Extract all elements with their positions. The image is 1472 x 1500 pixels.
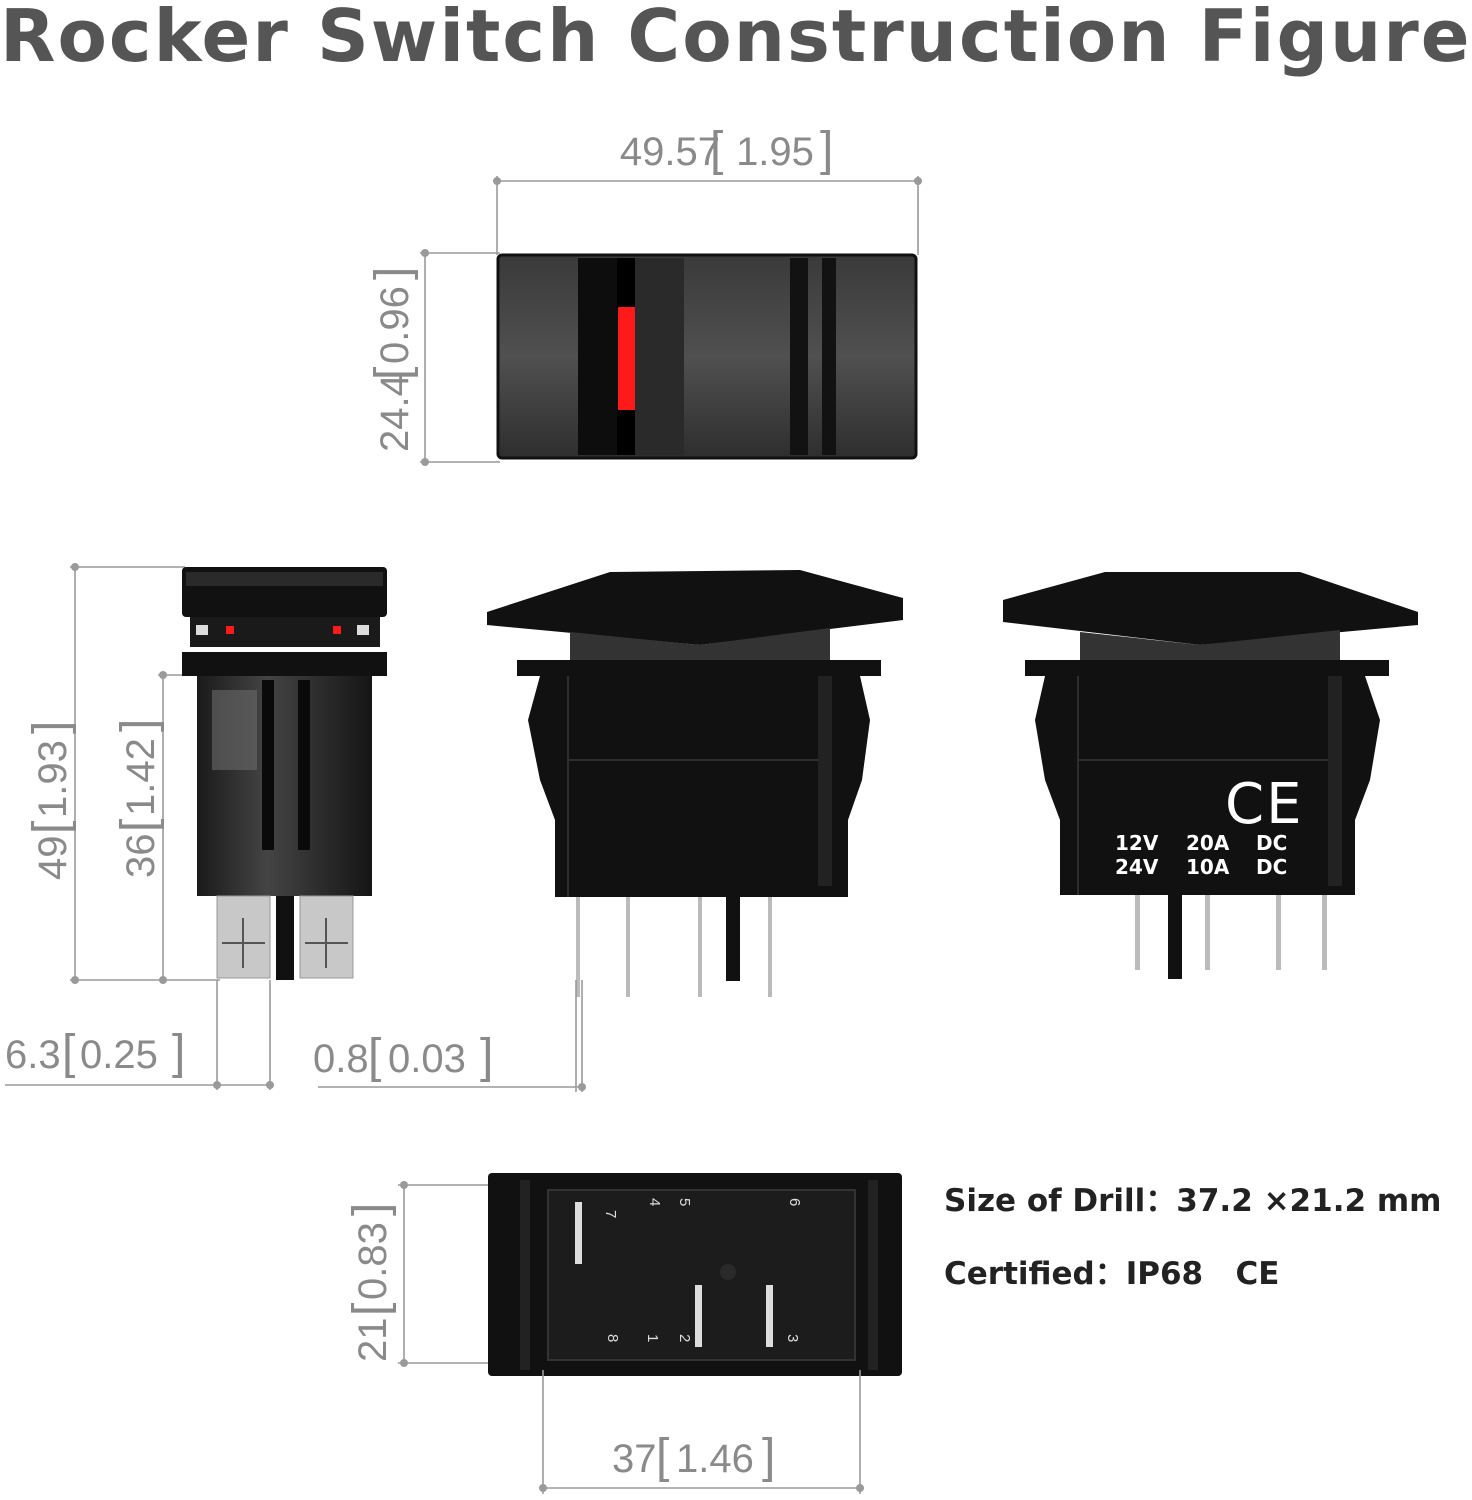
svg-text:[: [ [710, 123, 723, 176]
page-title: Rocker Switch Construction Figure [0, 0, 1472, 78]
pin-number-8: 8 [604, 1334, 621, 1342]
terminal-width-mm: 6.3 [5, 1033, 61, 1077]
pin-number-6: 6 [786, 1198, 803, 1206]
body-height-dimension: 36 [ 1.42 ] [112, 671, 195, 984]
certification-label: Certified： [944, 1256, 1126, 1292]
svg-text:]: ] [762, 1430, 775, 1483]
side-view: 49 [ 1.93 ] 36 [ 1.42 ] [5, 563, 387, 1090]
front-view: 0.8 [ 0.03 ] [313, 570, 903, 1092]
pin-thickness-inch: 0.03 [388, 1037, 466, 1081]
bottom-height-inch: 0.83 [351, 1222, 395, 1300]
svg-text:]: ] [480, 1030, 493, 1083]
top-height-mm: 24.4 [373, 374, 417, 452]
label-type-2: DC [1256, 855, 1287, 879]
svg-text:[: [ [24, 821, 77, 834]
bottom-height-dimension: 21 [ 0.83 ] [344, 1181, 530, 1367]
label-current-1: 20A [1186, 831, 1230, 855]
label-current-2: 10A [1186, 855, 1230, 879]
top-height-dimension: 24.4 [ 0.96 ] [366, 249, 500, 466]
ce-mark: CE [1225, 772, 1303, 837]
label-voltage-2: 24V [1115, 855, 1159, 879]
bottom-width-inch: 1.46 [676, 1437, 754, 1481]
drill-size-value: 37.2 ×21.2 mm [1176, 1183, 1442, 1219]
top-height-inch: 0.96 [373, 286, 417, 364]
pin-number-1: 1 [644, 1334, 661, 1342]
svg-text:[: [ [62, 1026, 75, 1079]
body-height-inch: 1.42 [119, 738, 163, 816]
drawing-canvas: 49.57 [ 1.95 ] 24.4 [ 0.96 ] [5, 123, 1418, 1494]
top-view-cap [496, 253, 918, 460]
bottom-width-dimension: 37 [ 1.46 ] [539, 1370, 864, 1494]
top-width-inch: 1.95 [736, 130, 814, 174]
drill-size-spec: Size of Drill：37.2 ×21.2 mm [944, 1175, 1441, 1220]
top-width-mm: 49.57 [620, 130, 720, 174]
pin-number-4: 4 [646, 1198, 663, 1206]
label-type-1: DC [1256, 831, 1287, 855]
svg-text:]: ] [344, 1203, 397, 1216]
side-height-mm: 49 [31, 836, 75, 881]
pin-thickness-dimension: 0.8 [ 0.03 ] [313, 980, 586, 1092]
top-width-dimension: 49.57 [ 1.95 ] [493, 123, 922, 255]
pin-thickness-mm: 0.8 [313, 1037, 369, 1081]
pin-number-3: 3 [784, 1334, 801, 1342]
side-height-inch: 1.93 [31, 740, 75, 818]
certification-spec: Certified：IP68 CE [944, 1248, 1279, 1293]
label-voltage-1: 12V [1115, 831, 1159, 855]
bottom-view: 21 [ 0.83 ] 7 4 5 6 8 1 2 3 [344, 1173, 902, 1494]
certification-value: IP68 CE [1125, 1256, 1280, 1292]
svg-text:[: [ [366, 367, 419, 380]
drill-size-label: Size of Drill： [944, 1183, 1177, 1219]
bottom-width-mm: 37 [612, 1437, 657, 1481]
svg-text:]: ] [24, 721, 77, 734]
svg-text:]: ] [366, 267, 419, 280]
svg-text:[: [ [656, 1430, 669, 1483]
pin-number-5: 5 [676, 1198, 693, 1206]
svg-text:]: ] [172, 1026, 185, 1079]
terminal-width-dimension: 6.3 [ 0.25 ] [5, 980, 274, 1090]
bottom-height-mm: 21 [351, 1318, 395, 1363]
terminal-width-inch: 0.25 [80, 1033, 158, 1077]
svg-text:]: ] [112, 719, 165, 732]
indicator-light [618, 307, 635, 410]
svg-text:]: ] [820, 123, 833, 176]
body-height-mm: 36 [119, 834, 163, 879]
rear-view: CE 12V 20A DC 24V 10A DC [1003, 572, 1418, 979]
svg-text:[: [ [112, 819, 165, 832]
pin-number-7: 7 [602, 1210, 619, 1218]
svg-text:[: [ [368, 1030, 381, 1083]
svg-text:[: [ [344, 1303, 397, 1316]
side-height-dimension: 49 [ 1.93 ] [24, 563, 220, 984]
top-view: 49.57 [ 1.95 ] 24.4 [ 0.96 ] [366, 123, 922, 466]
pin-number-2: 2 [676, 1334, 693, 1342]
